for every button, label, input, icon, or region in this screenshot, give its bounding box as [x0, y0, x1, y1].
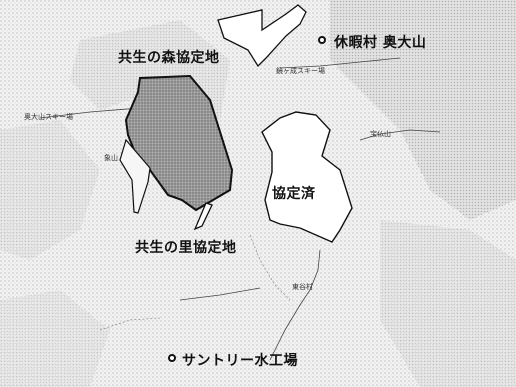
- label-village-south: 東谷村: [292, 283, 313, 291]
- label-ski-west: 奥大山スキー場: [24, 113, 73, 121]
- stream-lines: [99, 234, 291, 331]
- suntory-marker-icon: [168, 354, 176, 362]
- label-kyukamura: 休暇村 奥大山: [334, 35, 427, 51]
- kyosei-mori-tail: [119, 138, 151, 214]
- north-outlined-area: [217, 4, 307, 68]
- label-kyotei-zumi: 協定済: [272, 186, 316, 202]
- kyukamura-marker-icon: [318, 36, 326, 44]
- kyosei-mori-area: [124, 74, 234, 212]
- label-peak-west: 象山: [104, 154, 118, 162]
- label-kyosei-sato: 共生の里協定地: [135, 240, 237, 256]
- label-ski-north: 鏡ヶ成スキー場: [276, 67, 325, 75]
- road-lines: [39, 57, 441, 361]
- label-suntory: サントリー水工場: [182, 353, 298, 369]
- label-kyosei-mori: 共生の森協定地: [118, 50, 220, 66]
- kyotei-zumi-area: [261, 111, 353, 243]
- label-peak-east: 宝仏山: [370, 130, 391, 138]
- kyosei-sato-area: [193, 202, 213, 231]
